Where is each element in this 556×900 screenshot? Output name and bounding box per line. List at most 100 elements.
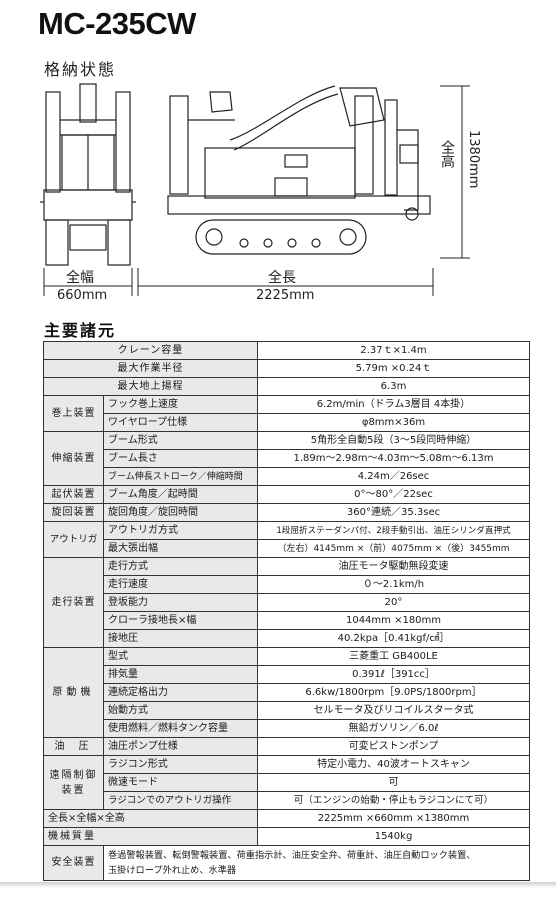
front-view-drawing [40,83,136,266]
model-title: MC-235CW [38,6,196,41]
spec-category: 油圧 [43,737,104,756]
table-row: 接地圧 40.2kpa［0.41kgf/㎠］ [44,629,530,648]
spec-value: 巻過警報装置、転倒警報装置、荷重指示計、油圧安全弁、荷重計、油圧自動ロック装置、… [103,845,530,881]
table-row: 最大作業半径 5.79m ×0.24ｔ [43,359,530,378]
spec-category: 原動機 [43,647,104,738]
spec-category: 巻上装置 [43,395,104,432]
length-label: 全長 [268,270,296,286]
spec-label: ワイヤロープ仕様 [103,413,258,432]
spec-value: セルモータ及びリコイルスタータ式 [257,701,530,720]
spec-value: 5.79m ×0.24ｔ [257,359,530,378]
spec-category: アウトリガ [43,521,104,558]
spec-label: 使用燃料／燃料タンク容量 [103,719,258,738]
spec-category: 旋回装置 [43,503,104,522]
spec-label: 走行速度 [103,575,258,594]
stowed-state-label: 格納状態 [44,60,117,79]
spec-category: 遠隔制御装置 [43,755,104,810]
table-row: 始動方式 セルモータ及びリコイルスタータ式 [44,701,530,720]
scan-edge [0,882,556,888]
width-value: 660mm [57,288,108,303]
spec-label: アウトリガ方式 [103,521,258,540]
spec-value: 0.391ℓ［391cc］ [257,665,530,684]
spec-label: 全長×全幅×全高 [43,809,258,828]
spec-value: 可変ピストンポンプ [257,737,530,756]
spec-value: 無鉛ガソリン／6.0ℓ [257,719,530,738]
height-value: 1380mm [466,130,481,189]
table-row: 全長×全幅×全高 2225mm ×660mm ×1380mm [43,809,530,828]
spec-label: 登坂能力 [103,593,258,612]
spec-value: 可（エンジンの始動・停止もラジコンにて可） [257,791,530,810]
table-row: 微速モード 可 [44,773,530,792]
spec-value: 油圧モータ駆動無段変速 [257,557,530,576]
spec-label: 連続定格出力 [103,683,258,702]
spec-category: 伸縮装置 [43,431,104,486]
specs-heading: 主要諸元 [44,321,117,340]
table-row: 巻上装置 フック巻上速度 6.2m/min（ドラム3層目 4本掛） [43,395,530,432]
spec-category: 走行装置 [43,557,104,648]
spec-label: ブーム長さ [103,449,258,468]
spec-value: 0°～80°／22sec [257,485,530,504]
table-row: アウトリガ アウトリガ方式 1段屈折ステーダンパ付、2段手動引出、油圧シリンダ直… [43,521,530,558]
table-row: 遠隔制御装置 ラジコン形式 特定小電力、40波オートスキャン [43,755,530,810]
spec-value: ０～2.1km/h [257,575,530,594]
spec-value: 特定小電力、40波オートスキャン [257,755,530,774]
spec-value: 2225mm ×660mm ×1380mm [257,809,530,828]
table-row: 最大張出幅 （左右）4145mm ×（前）4075mm ×（後）3455mm [44,539,530,558]
spec-label: フック巻上速度 [103,395,258,414]
spec-label: 型式 [103,647,258,666]
spec-label: 接地圧 [103,629,258,648]
spec-value: 6.2m/min（ドラム3層目 4本掛） [257,395,530,414]
spec-label: 旋回角度／旋回時間 [103,503,258,522]
table-row: 機械質量 1540kg [43,827,530,846]
spec-label: ラジコンでのアウトリガ操作 [103,791,258,810]
spec-value: 可 [257,773,530,792]
spec-label: 油圧ポンプ仕様 [103,737,258,756]
spec-category: 起伏装置 [43,485,104,504]
table-row: ラジコンでのアウトリガ操作 可（エンジンの始動・停止もラジコンにて可） [44,791,530,810]
spec-label: ブーム伸長ストローク／伸縮時間 [103,467,258,486]
crane-drawing [40,83,470,296]
spec-value: 2.37ｔ×1.4m [257,341,530,360]
spec-value: 5角形全自動5段（3～5段同時伸縮） [257,431,530,450]
spec-label: 最大作業半径 [43,359,258,378]
spec-label: ブーム角度／起時間 [103,485,258,504]
spec-value: 40.2kpa［0.41kgf/㎠］ [257,629,530,648]
spec-label: 始動方式 [103,701,258,720]
height-label: 全高 [439,140,455,168]
table-row: ブーム伸長ストローク／伸縮時間 4.24m／26sec [44,467,530,486]
spec-category-text: 遠隔制御装置 [49,769,98,796]
spec-label: クレーン容量 [43,341,258,360]
table-row: 起伏装置 ブーム角度／起時間 0°～80°／22sec [43,485,530,504]
spec-value: 360°連続／35.3sec [257,503,530,522]
table-row: 連続定格出力 6.6kw/1800rpm［9.0PS/1800rpm］ [44,683,530,702]
spec-value: （左右）4145mm ×（前）4075mm ×（後）3455mm [257,539,530,558]
table-row: ワイヤロープ仕様 φ8mm×36m [44,413,530,432]
safety-devices-line-1: 巻過警報装置、転倒警報装置、荷重指示計、油圧安全弁、荷重計、油圧自動ロック装置、 [108,850,476,861]
spec-label: 排気量 [103,665,258,684]
spec-value: 1.89m～2.98m～4.03m～5.08m～6.13m [257,449,530,468]
spec-category: 安全装置 [43,845,104,881]
spec-value: 三菱重工 GB400LE [257,647,530,666]
spec-value: 4.24m／26sec [257,467,530,486]
spec-label: 走行方式 [103,557,258,576]
specs-table: クレーン容量 2.37ｔ×1.4m 最大作業半径 5.79m ×0.24ｔ 最大… [43,341,530,881]
table-row: クローラ接地長×幅 1044mm ×180mm [44,611,530,630]
side-view-drawing [167,85,431,255]
spec-value: 1段屈折ステーダンパ付、2段手動引出、油圧シリンダ直押式 [257,521,530,540]
table-row: 安全装置 巻過警報装置、転倒警報装置、荷重指示計、油圧安全弁、荷重計、油圧自動ロ… [43,845,530,881]
dimension-lines [43,85,470,296]
safety-devices-line-2: 玉掛けロープ外れ止め、水準器 [108,865,237,876]
length-value: 2225mm [256,288,315,303]
spec-value: 6.6kw/1800rpm［9.0PS/1800rpm］ [257,683,530,702]
spec-label: 最大地上揚程 [43,377,258,396]
table-row: 登坂能力 20° [44,593,530,612]
spec-value: φ8mm×36m [257,413,530,432]
spec-value: 1540kg [257,827,530,846]
spec-value: 20° [257,593,530,612]
table-row: 最大地上揚程 6.3m [43,377,530,396]
spec-label: ラジコン形式 [103,755,258,774]
spec-label: 微速モード [103,773,258,792]
table-row: 旋回装置 旋回角度／旋回時間 360°連続／35.3sec [43,503,530,522]
table-row: クレーン容量 2.37ｔ×1.4m [43,341,530,360]
spec-label: 機械質量 [43,827,258,846]
